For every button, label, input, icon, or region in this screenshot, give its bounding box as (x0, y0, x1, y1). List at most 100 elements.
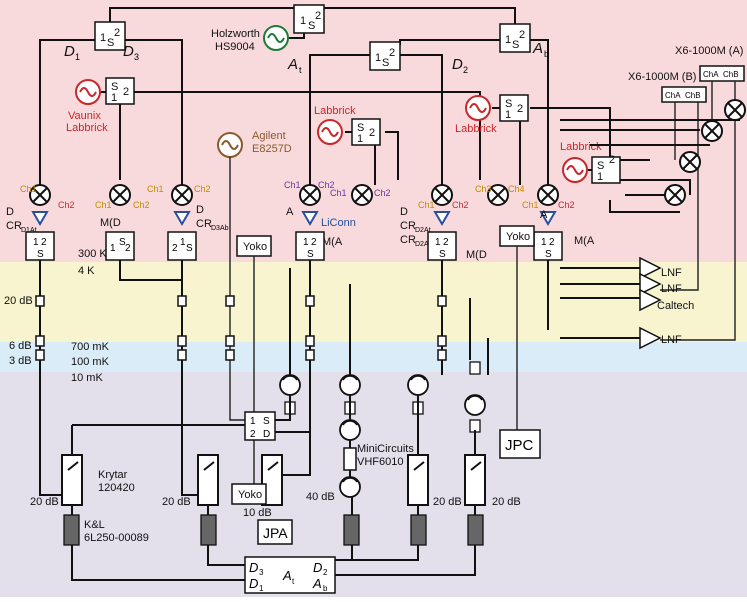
svg-text:Ch2: Ch2 (558, 200, 575, 210)
svg-text:ChA: ChA (665, 91, 681, 100)
svg-text:1: 1 (597, 171, 603, 183)
attenuator-icon (305, 349, 315, 361)
jpc-box (499, 429, 541, 459)
switch-icon (351, 118, 381, 146)
holzworth-source: Holzworth HS9004 (211, 25, 289, 53)
svg-text:A: A (540, 209, 548, 221)
svg-text:Yoko: Yoko (243, 241, 267, 253)
attenuator-icon (437, 295, 447, 307)
circulator-icon (339, 419, 361, 441)
caltech-label: Caltech (657, 300, 694, 312)
m-d2-label: M(D (466, 249, 487, 261)
svg-text:A: A (312, 576, 322, 591)
svg-text:S: S (263, 416, 270, 427)
filter-icon (343, 447, 357, 471)
labbrick-source-at: Labbrick (314, 105, 356, 145)
svg-text:S: S (119, 237, 126, 248)
vaunix-source: Vaunix Labbrick (66, 79, 108, 134)
lnf-label: LNF (661, 267, 682, 279)
directional-coupler-icon (464, 454, 486, 506)
directional-coupler-icon (197, 454, 219, 506)
temp-700mk-label: 700 mK (71, 341, 110, 353)
svg-text:Ch4: Ch4 (508, 184, 525, 194)
svg-text:A: A (286, 206, 294, 218)
svg-text:3: 3 (259, 568, 264, 577)
switch-labbrick-d2: S 1 2 (499, 94, 529, 122)
temp-300k-label: 300 K (78, 248, 107, 260)
attenuator-icon (177, 349, 187, 361)
svg-text:ChA: ChA (703, 70, 719, 79)
filter-icon (63, 514, 80, 546)
mixer-icon (29, 184, 51, 206)
lnf-amps: LNF LNF Caltech LNF (560, 256, 694, 350)
mixer-icon (664, 184, 686, 206)
svg-text:Ch2: Ch2 (133, 200, 150, 210)
switch-vaunix: S 1 2 (105, 77, 135, 105)
svg-text:3: 3 (134, 52, 139, 62)
svg-text:1: 1 (33, 237, 39, 248)
svg-text:S: S (107, 37, 114, 49)
svg-text:ChB: ChB (685, 91, 701, 100)
svg-text:2: 2 (549, 237, 555, 248)
coupler-20db-label: 20 dB (433, 496, 462, 508)
svg-text:Ch1: Ch1 (147, 184, 164, 194)
svg-text:1: 1 (303, 237, 309, 248)
mixer-icon (351, 184, 373, 206)
kl-number-label: 6L250-00089 (84, 532, 149, 544)
attenuator-icon (177, 295, 187, 307)
atten-6db-label: 6 dB (9, 340, 32, 352)
svg-text:D3Ab: D3Ab (211, 225, 229, 232)
svg-text:1: 1 (100, 32, 106, 44)
svg-text:2: 2 (315, 10, 321, 22)
svg-text:D1At: D1At (21, 227, 37, 234)
svg-text:t: t (292, 577, 295, 586)
svg-text:1: 1 (250, 416, 256, 427)
svg-text:2: 2 (463, 65, 468, 75)
svg-text:2: 2 (114, 27, 120, 39)
switch-icon (25, 231, 55, 261)
labbrick-label: Labbrick (560, 141, 602, 153)
channel-labels: Ch1 Ch2 Ch1 Ch2 Ch1 Ch2 Ch1 Ch2 Ch1 Ch2 … (20, 180, 575, 210)
attenuator-icon (437, 349, 447, 361)
attenuator-icon (225, 335, 235, 347)
attenuator-icon (225, 349, 235, 361)
e8257d-label: E8257D (252, 143, 292, 155)
attenuator-icon (437, 335, 447, 347)
m-at-label: M(A (322, 236, 343, 248)
switch-icon (499, 23, 531, 53)
svg-text:S: S (111, 81, 118, 93)
top-switch-main: 1 S 2 (293, 4, 325, 34)
top-switch-atd2: 1 S 2 (369, 41, 401, 71)
hs9004-label: HS9004 (215, 41, 255, 53)
attenuator-icon (35, 335, 45, 347)
svg-text:ChB: ChB (723, 70, 739, 79)
svg-text:Ch1: Ch1 (95, 200, 112, 210)
x6-b-label: X6-1000M (B) (628, 71, 696, 83)
mixer-icon (679, 151, 701, 173)
svg-text:Ch1: Ch1 (330, 188, 347, 198)
mixer-icon (724, 99, 746, 121)
mixer-row (29, 184, 559, 206)
amplifier-icon (31, 211, 49, 226)
svg-text:S: S (545, 249, 552, 260)
minicircuits-label: MiniCircuits (357, 443, 414, 455)
coupler-20db-label: 20 dB (162, 496, 191, 508)
switch-icon (369, 41, 401, 71)
attenuator-icon (305, 335, 315, 347)
x6-board-b: X6-1000M (B) ChA ChB (628, 71, 707, 103)
attenuator-icon (35, 295, 45, 307)
directional-coupler-icon (61, 454, 83, 506)
svg-text:D2At: D2At (415, 227, 431, 234)
svg-text:1: 1 (505, 34, 511, 46)
switch-icon (167, 231, 197, 261)
switch-icon (94, 21, 126, 51)
labbrick-label: Labbrick (455, 123, 497, 135)
amplifier-icon (539, 211, 557, 226)
svg-text:2: 2 (123, 86, 129, 98)
temp-4k-label: 4 K (78, 265, 95, 277)
amplifier-icon (639, 288, 662, 312)
svg-text:D: D (313, 560, 322, 575)
svg-text:1: 1 (505, 109, 511, 121)
svg-text:Ch1: Ch1 (418, 200, 435, 210)
m-ab-label: M(A (574, 235, 595, 247)
